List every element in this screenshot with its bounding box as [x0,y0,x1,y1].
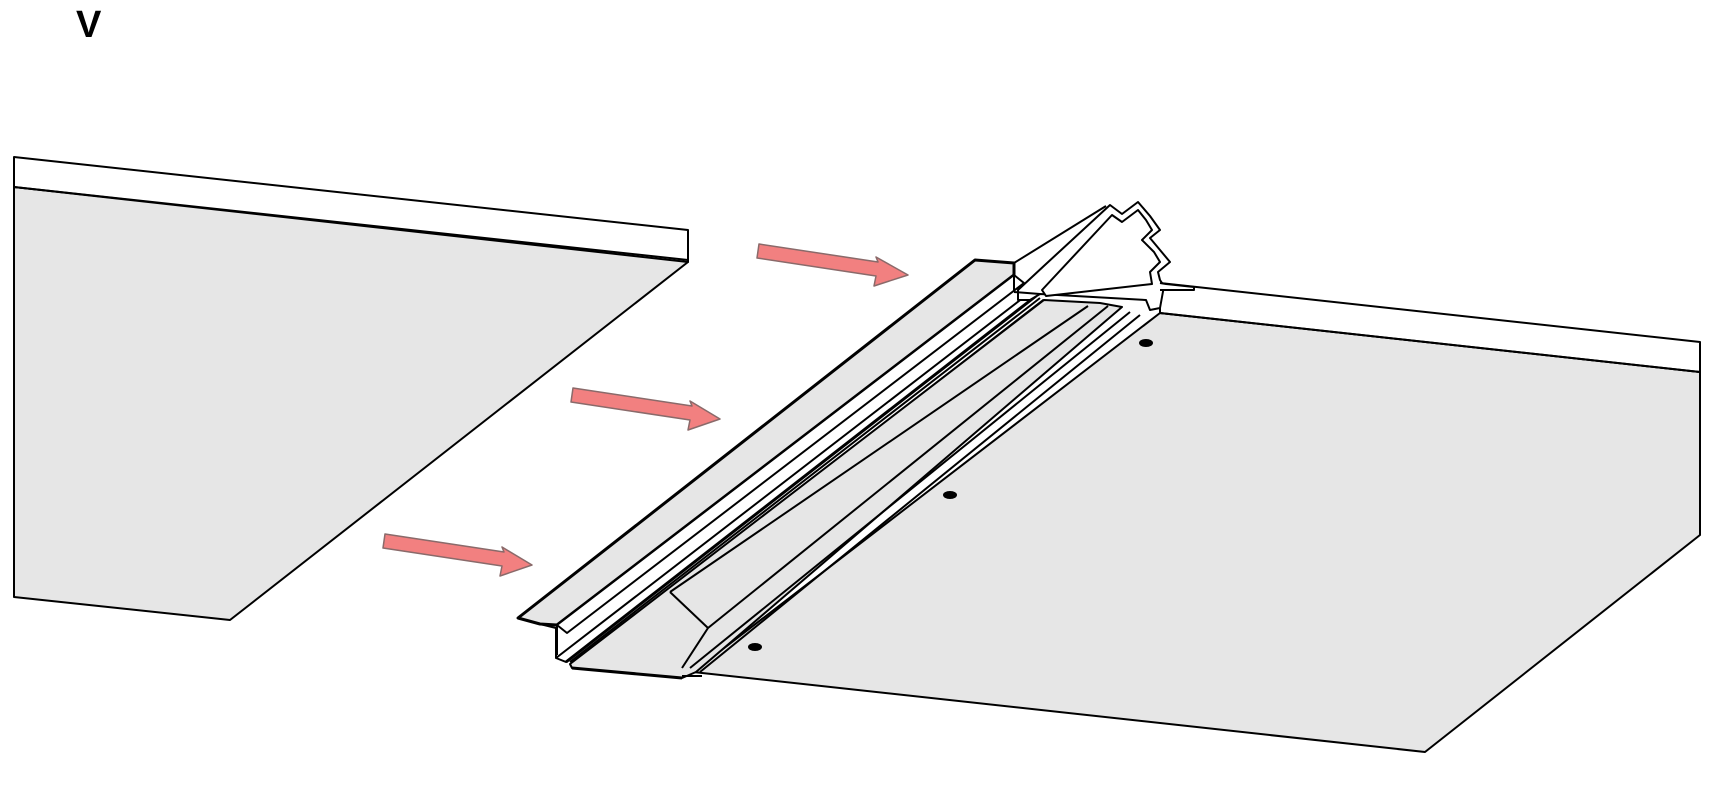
left-panel [13,156,689,621]
screw-hole [943,491,957,499]
screw-holes [748,339,1153,651]
step-label: V [76,4,102,46]
direction-arrow [756,243,909,287]
joint-profile [516,201,1195,680]
screw-hole [1139,339,1153,347]
direction-arrow [570,387,721,431]
direction-arrows [382,243,909,577]
screw-hole [748,643,762,651]
direction-arrow [382,533,533,577]
left-panel-front-edge [13,156,689,263]
profile-flange-face [556,274,1025,634]
